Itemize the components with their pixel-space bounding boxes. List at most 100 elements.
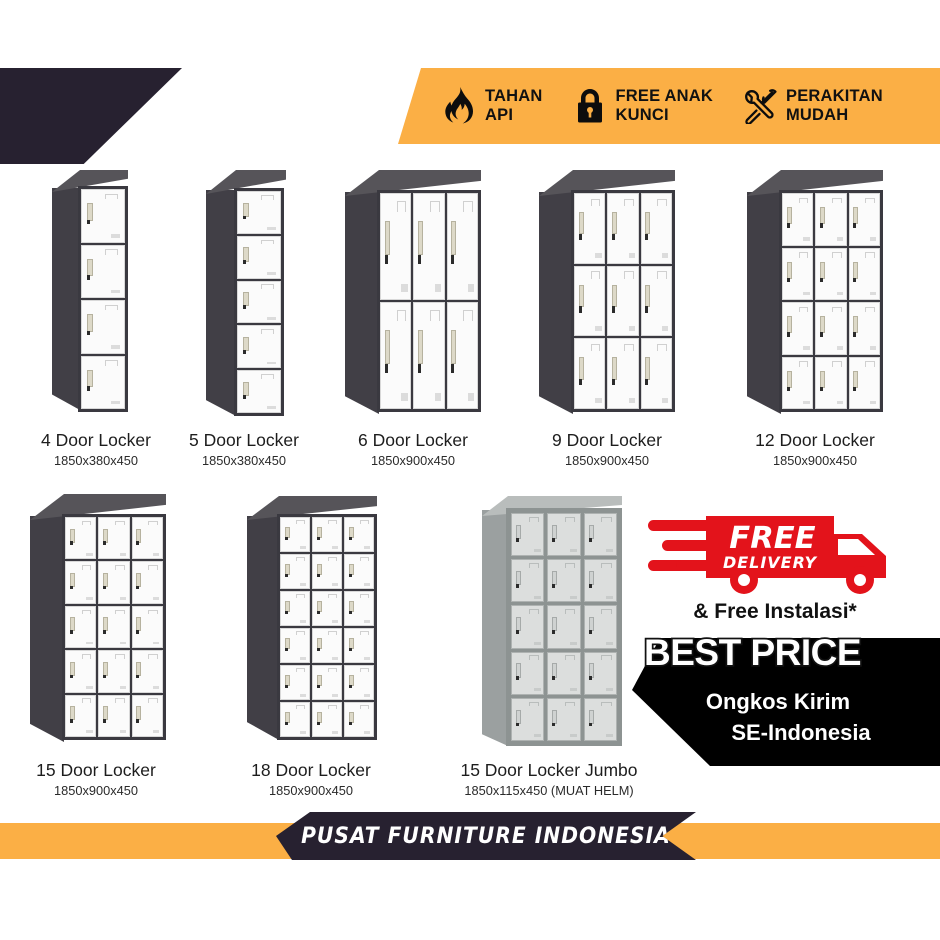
- product-card-18-door[interactable]: 18 Door Locker 1850x900x450: [225, 492, 397, 798]
- locker-door: [344, 628, 374, 663]
- brand-banner: PUSAT FURNITURE INDONESIA: [276, 812, 696, 860]
- locker-illustration: [482, 496, 622, 754]
- locker-door: [65, 517, 97, 560]
- product-image: [525, 168, 689, 430]
- product-caption: 12 Door Locker 1850x900x450: [730, 430, 900, 468]
- product-card-4-door[interactable]: 4 Door Locker 1850x380x450: [10, 168, 182, 468]
- feature-banner: TAHAN API FREE ANAK KUNCI: [398, 68, 940, 144]
- product-image: [176, 168, 312, 430]
- locker-illustration: [52, 170, 128, 428]
- product-card-15-door-jumbo[interactable]: 15 Door Locker Jumbo 1850x115x450 (MUAT …: [430, 492, 668, 798]
- locker-door: [237, 325, 281, 369]
- product-dimensions: 1850x900x450: [371, 453, 455, 469]
- locker-door: [583, 559, 617, 603]
- locker-door: [312, 665, 342, 700]
- product-card-12-door[interactable]: 12 Door Locker 1850x900x450: [730, 168, 900, 468]
- locker-door: [131, 561, 163, 604]
- product-caption: 4 Door Locker 1850x380x450: [10, 430, 182, 468]
- locker-door: [583, 513, 617, 557]
- locker-door: [640, 338, 672, 409]
- locker-door: [640, 265, 672, 337]
- product-image: [730, 168, 900, 430]
- fire-icon: [442, 86, 476, 126]
- product-card-9-door[interactable]: 9 Door Locker 1850x900x450: [525, 168, 689, 468]
- locker-door: [312, 517, 342, 552]
- locker-door: [574, 193, 606, 264]
- locker-door: [547, 513, 581, 557]
- locker-door: [280, 628, 310, 663]
- feature-item-tools: PERAKITAN MUDAH: [743, 86, 883, 126]
- product-caption: 15 Door Locker Jumbo 1850x115x450 (MUAT …: [430, 760, 668, 798]
- locker-door: [815, 356, 847, 409]
- locker-door: [815, 193, 847, 246]
- locker-door: [280, 591, 310, 626]
- locker-door: [280, 517, 310, 552]
- locker-door: [65, 605, 97, 649]
- locker-door: [81, 244, 125, 298]
- locker-door: [131, 517, 163, 560]
- locker-door: [511, 651, 545, 695]
- locker-door: [511, 605, 545, 649]
- product-dimensions: 1850x380x450: [202, 453, 286, 469]
- feature-label: TAHAN API: [485, 86, 543, 124]
- locker-door: [848, 356, 880, 409]
- product-name: 18 Door Locker: [251, 760, 371, 780]
- locker-door-grid: [571, 190, 675, 412]
- product-caption: 18 Door Locker 1850x900x450: [225, 760, 397, 798]
- locker-door: [131, 605, 163, 649]
- locker-door: [446, 302, 478, 409]
- locker-door: [547, 559, 581, 603]
- svg-text:FREE: FREE: [729, 521, 816, 556]
- locker-door: [848, 247, 880, 300]
- locker-door-grid: [779, 190, 883, 412]
- locker-door: [131, 694, 163, 737]
- locker-door: [344, 702, 374, 737]
- product-name: 15 Door Locker: [36, 760, 156, 780]
- locker-door: [547, 697, 581, 741]
- free-delivery-truck-icon: FREE DELIVERY: [648, 506, 920, 598]
- locker-door: [344, 554, 374, 589]
- locker-illustration: [30, 494, 166, 756]
- locker-door: [446, 193, 478, 300]
- product-name: 9 Door Locker: [552, 430, 662, 450]
- product-name: 4 Door Locker: [41, 430, 151, 450]
- locker-door: [511, 697, 545, 741]
- locker-door: [782, 302, 814, 355]
- product-image: [10, 168, 182, 430]
- region-text: SE-Indonesia: [731, 720, 871, 746]
- locker-door: [380, 302, 412, 409]
- locker-door: [280, 554, 310, 589]
- locker-door: [782, 356, 814, 409]
- product-card-6-door[interactable]: 6 Door Locker 1850x900x450: [330, 168, 496, 468]
- locker-door-grid: [377, 190, 481, 412]
- locker-door: [98, 517, 130, 560]
- lock-icon: [573, 86, 607, 126]
- locker-door-grid: [78, 186, 128, 412]
- promo-block: FREE DELIVERY & Free Instalasi* BEST PRI…: [630, 498, 940, 778]
- product-name: 5 Door Locker: [189, 430, 299, 450]
- locker-door: [607, 338, 639, 409]
- locker-door: [98, 694, 130, 737]
- locker-door: [607, 265, 639, 337]
- locker-door: [237, 370, 281, 413]
- product-name: 6 Door Locker: [358, 430, 468, 450]
- locker-door: [280, 665, 310, 700]
- best-price-details: Ongkos Kirim SE-Indonesia: [630, 686, 926, 748]
- product-card-15-door[interactable]: 15 Door Locker 1850x900x450: [10, 492, 182, 798]
- locker-illustration: [539, 170, 675, 428]
- feature-item-lock: FREE ANAK KUNCI: [573, 86, 713, 126]
- feature-item-fire: TAHAN API: [442, 86, 543, 126]
- locker-door-grid: [62, 514, 166, 740]
- locker-door-grid: [277, 514, 377, 740]
- locker-door: [312, 554, 342, 589]
- product-name: 15 Door Locker Jumbo: [460, 760, 638, 780]
- product-caption: 5 Door Locker 1850x380x450: [176, 430, 312, 468]
- locker-door: [344, 591, 374, 626]
- corner-accent-shape: [0, 68, 182, 164]
- product-card-5-door[interactable]: 5 Door Locker 1850x380x450: [176, 168, 312, 468]
- locker-door: [344, 517, 374, 552]
- locker-door: [574, 265, 606, 337]
- locker-door: [81, 189, 125, 243]
- locker-door: [312, 628, 342, 663]
- locker-door: [312, 702, 342, 737]
